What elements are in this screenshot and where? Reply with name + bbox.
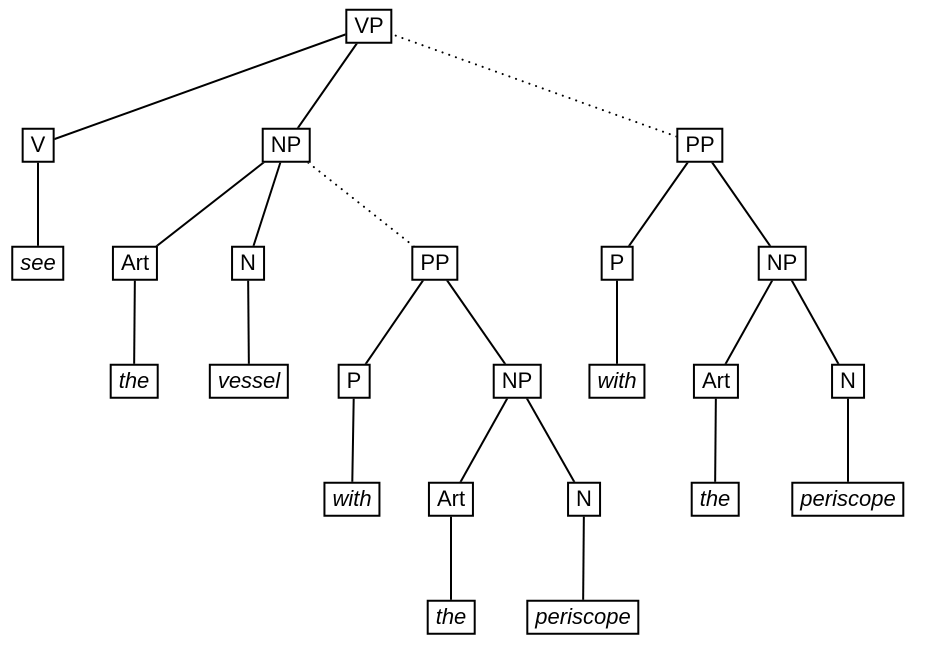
tree-edge-vp-np1 xyxy=(285,25,370,146)
tree-node-periscope2: periscope xyxy=(791,481,905,517)
tree-node-np1: NP xyxy=(261,127,311,163)
tree-node-pp2: PP xyxy=(676,127,724,163)
tree-edge-pp1-p1 xyxy=(353,262,436,382)
tree-node-np3: NP xyxy=(757,245,807,281)
tree-edge-np3-art3 xyxy=(715,262,783,382)
tree-node-art2: Art xyxy=(427,481,475,517)
tree-node-np2: NP xyxy=(492,363,542,399)
tree-node-the3: the xyxy=(690,481,740,517)
tree-node-p2: P xyxy=(600,245,634,281)
tree-node-vp: VP xyxy=(345,8,393,44)
tree-node-the2: the xyxy=(426,599,476,635)
tree-edge-np1-art1 xyxy=(134,144,287,264)
tree-edge-vp-pp2-dotted xyxy=(368,25,701,146)
tree-edge-np2-art2 xyxy=(450,380,518,500)
tree-node-art3: Art xyxy=(692,363,740,399)
tree-edge-pp2-p2 xyxy=(616,144,701,264)
tree-edge-vp-v xyxy=(37,25,370,146)
tree-node-p1: P xyxy=(337,363,371,399)
tree-edge-n2-periscope1 xyxy=(582,498,585,618)
tree-node-n1: N xyxy=(231,245,265,281)
tree-node-see: see xyxy=(11,245,65,281)
tree-edge-art3-the3 xyxy=(714,380,717,500)
tree-node-pp1: PP xyxy=(411,245,459,281)
tree-edge-pp1-np2 xyxy=(434,262,518,382)
tree-edge-np3-n3 xyxy=(781,262,849,382)
tree-edge-art1-the1 xyxy=(133,262,136,382)
tree-edge-np2-n2 xyxy=(516,380,585,500)
tree-edge-np1-n1 xyxy=(247,144,287,264)
tree-node-the1: the xyxy=(109,363,159,399)
tree-node-v: V xyxy=(21,127,55,163)
tree-edge-n1-vessel xyxy=(247,262,250,382)
tree-node-with1: with xyxy=(323,481,381,517)
tree-node-art1: Art xyxy=(111,245,159,281)
tree-node-n3: N xyxy=(831,363,865,399)
tree-node-periscope1: periscope xyxy=(526,599,640,635)
tree-edge-pp2-np3 xyxy=(699,144,783,264)
tree-node-vessel: vessel xyxy=(208,363,290,399)
tree-node-with2: with xyxy=(588,363,646,399)
tree-node-n2: N xyxy=(567,481,601,517)
tree-edge-p1-with1 xyxy=(351,380,355,500)
